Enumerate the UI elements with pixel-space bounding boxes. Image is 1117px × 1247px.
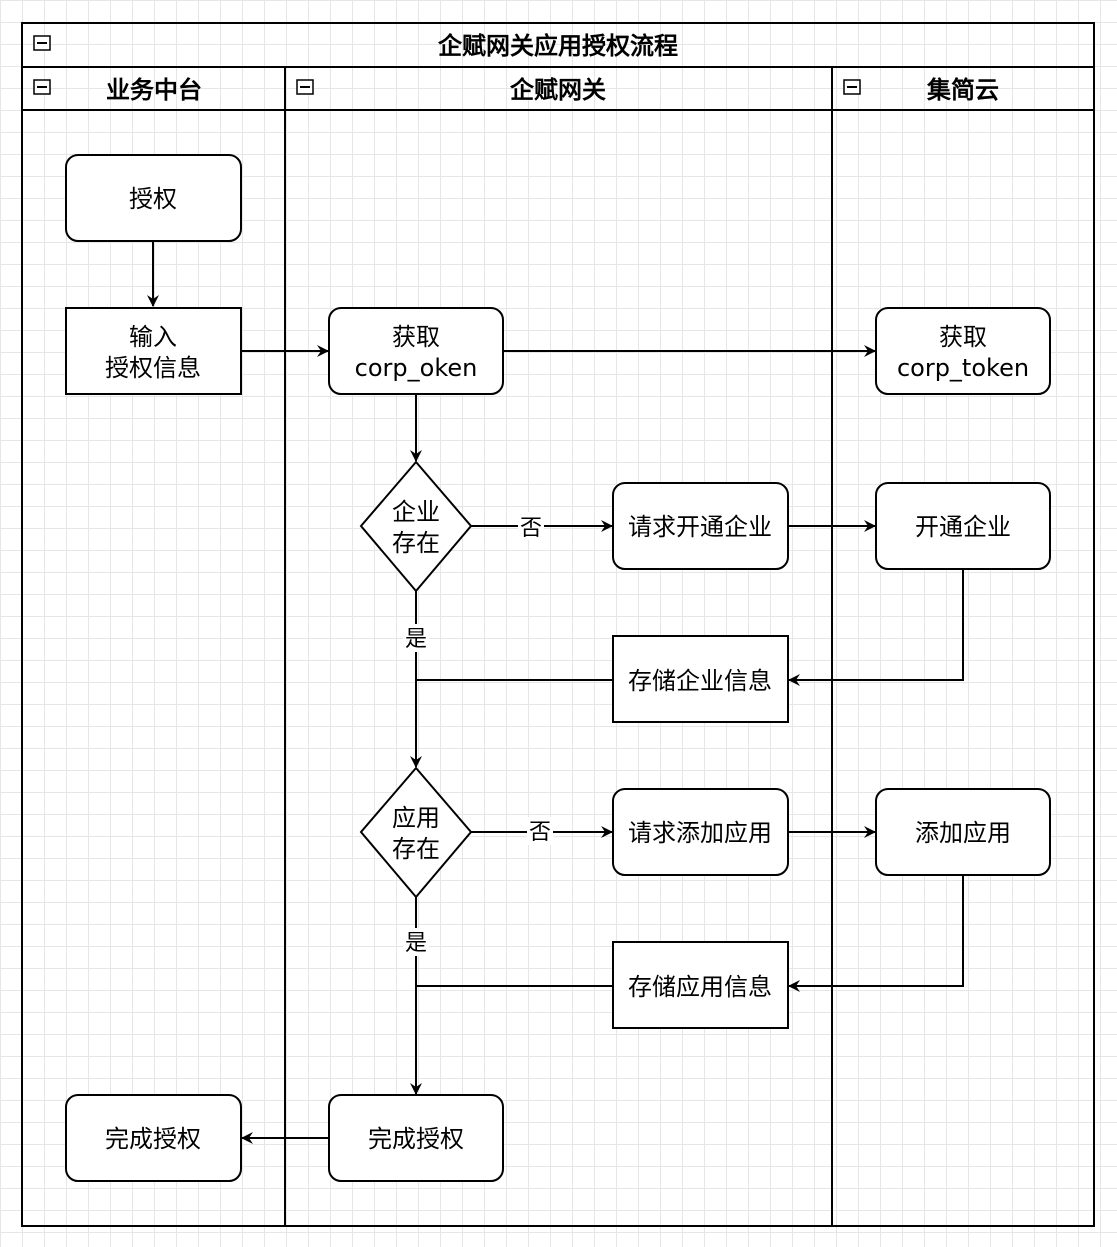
node-add-app[interactable]: 添加应用 (875, 788, 1051, 876)
edge-open-to-store-corp (788, 570, 964, 686)
node-get-token-cloud-line1: 获取 (939, 323, 987, 351)
edge-label-app-yes: 是 (405, 931, 427, 956)
node-get-token-cloud[interactable]: 获取 corp_token (875, 307, 1051, 395)
node-done-biz[interactable]: 完成授权 (65, 1094, 242, 1182)
lane-title-business: 业务中台 (106, 76, 202, 104)
decision-corp-exists-line2: 存在 (392, 529, 440, 557)
node-get-token-cloud-line2: corp_token (897, 354, 1029, 382)
node-input-auth[interactable]: 输入 授权信息 (65, 307, 242, 395)
node-request-open-corp[interactable]: 请求开通企业 (612, 482, 789, 570)
node-input-auth-line1: 输入 (129, 323, 177, 351)
edge-label-corp-no: 否 (520, 516, 542, 541)
node-authorize[interactable]: 授权 (65, 154, 242, 242)
lane-cloud-collapse-icon[interactable] (843, 79, 861, 95)
node-store-corp-info-label: 存储企业信息 (628, 667, 772, 695)
node-open-corp-label: 开通企业 (915, 513, 1011, 541)
node-request-add-app-label: 请求添加应用 (628, 819, 772, 847)
pool-title: 企赋网关应用授权流程 (438, 32, 678, 60)
lane-title-cloud: 集简云 (926, 76, 999, 104)
node-done-gateway-label: 完成授权 (368, 1125, 464, 1153)
node-request-open-corp-label: 请求开通企业 (628, 513, 772, 541)
node-done-biz-label: 完成授权 (105, 1125, 201, 1153)
node-add-app-label: 添加应用 (915, 819, 1011, 847)
decision-corp-exists[interactable]: 企业 存在 (359, 460, 473, 593)
lane-business-collapse-icon[interactable] (33, 79, 51, 95)
node-request-add-app[interactable]: 请求添加应用 (612, 788, 789, 876)
lane-title-gateway: 企赋网关 (510, 76, 606, 104)
edge-label-app-no: 否 (529, 820, 551, 845)
pool-collapse-icon[interactable] (33, 35, 51, 51)
node-store-corp-info[interactable]: 存储企业信息 (612, 635, 789, 723)
node-get-token-gateway-line1: 获取 (392, 323, 440, 351)
decision-app-exists-line1: 应用 (392, 804, 440, 832)
node-open-corp[interactable]: 开通企业 (875, 482, 1051, 570)
node-done-gateway[interactable]: 完成授权 (328, 1094, 504, 1182)
node-input-auth-line2: 授权信息 (105, 354, 201, 382)
swimlane-pool (21, 22, 1095, 1227)
node-authorize-label: 授权 (129, 185, 177, 213)
decision-app-exists[interactable]: 应用 存在 (359, 766, 473, 899)
node-store-app-info-label: 存储应用信息 (628, 973, 772, 1001)
edge-add-to-store-app (788, 876, 964, 992)
node-get-token-gateway[interactable]: 获取 corp_oken (328, 307, 504, 395)
node-store-app-info[interactable]: 存储应用信息 (612, 941, 789, 1029)
decision-corp-exists-line1: 企业 (392, 498, 440, 526)
lane-gateway-collapse-icon[interactable] (296, 79, 314, 95)
node-get-token-gateway-line2: corp_oken (355, 354, 478, 382)
edge-label-corp-yes: 是 (405, 627, 427, 652)
decision-app-exists-line2: 存在 (392, 835, 440, 863)
